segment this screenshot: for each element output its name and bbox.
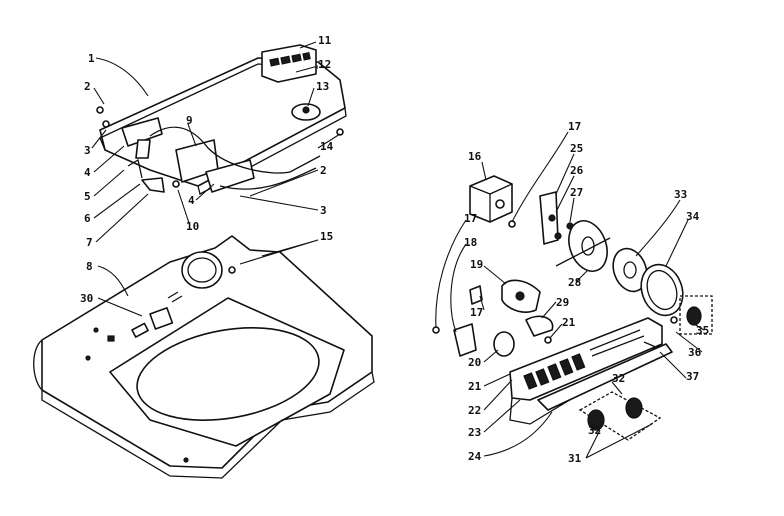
callout-2b: 2 <box>320 164 327 177</box>
callout-30: 30 <box>80 292 93 305</box>
callout-1: 1 <box>88 52 95 65</box>
hinge-right <box>205 159 255 193</box>
callout-17b: 17 <box>464 212 477 225</box>
hinge-left <box>121 117 163 147</box>
callout-29: 29 <box>556 296 569 309</box>
callout-15: 15 <box>320 230 333 243</box>
callout-23: 23 <box>468 426 481 439</box>
top-lid-assembly <box>96 44 347 195</box>
callout-20: 20 <box>468 356 481 369</box>
top-cover-tub <box>33 235 375 479</box>
switch-18 <box>453 323 477 357</box>
callout-32: 32 <box>612 372 625 385</box>
timer-motor <box>469 175 513 223</box>
callout-34: 34 <box>686 210 700 223</box>
callout-17c: 17 <box>470 306 483 319</box>
callout-6: 6 <box>84 212 91 225</box>
hinge-bracket <box>135 139 151 159</box>
callout-26: 26 <box>570 164 584 177</box>
callout-36: 36 <box>688 346 702 359</box>
callouts-left: 1 2 3 4 5 6 7 8 9 10 4 2 3 11 12 13 14 1… <box>80 34 334 305</box>
callout-22: 22 <box>468 404 481 417</box>
console-trim <box>537 343 673 411</box>
callout-9: 9 <box>186 114 193 127</box>
callout-31: 31 <box>568 452 582 465</box>
leader-lines-right <box>435 131 705 459</box>
knob-box <box>679 295 713 335</box>
callout-21: 21 <box>562 316 576 329</box>
bezel-ring <box>640 263 684 317</box>
callout-3b: 3 <box>320 204 327 217</box>
callout-13: 13 <box>316 80 329 93</box>
callout-16: 16 <box>468 150 482 163</box>
leader-lines-left <box>91 41 341 317</box>
callout-4: 4 <box>84 166 91 179</box>
callout-25: 25 <box>570 142 583 155</box>
knob-20 <box>493 331 515 357</box>
callout-11: 11 <box>318 34 332 47</box>
callout-21b: 21 <box>468 380 482 393</box>
callout-7: 7 <box>86 236 93 249</box>
callout-28: 28 <box>568 276 581 289</box>
callout-19: 19 <box>470 258 483 271</box>
callout-10: 10 <box>186 220 199 233</box>
timer-dial <box>568 220 608 272</box>
callout-2: 2 <box>84 80 91 93</box>
timer-console-assembly <box>432 175 713 441</box>
callout-18: 18 <box>464 236 477 249</box>
callout-5: 5 <box>84 190 91 203</box>
latch-part <box>141 177 165 193</box>
callout-24: 24 <box>468 450 482 463</box>
callout-4b: 4 <box>188 194 195 207</box>
callout-37: 37 <box>686 370 699 383</box>
callout-3: 3 <box>84 144 91 157</box>
callout-8: 8 <box>86 260 93 273</box>
callout-12: 12 <box>318 58 331 71</box>
callout-14: 14 <box>320 140 334 153</box>
knob-group <box>578 391 662 441</box>
callouts-right: 16 17 25 26 27 33 34 17 18 19 28 17 29 2… <box>464 120 709 465</box>
callout-35: 35 <box>696 324 709 337</box>
callout-27: 27 <box>570 186 583 199</box>
part-29 <box>525 315 554 337</box>
callout-17: 17 <box>568 120 581 133</box>
callout-32b: 32 <box>588 424 601 437</box>
callout-33: 33 <box>674 188 687 201</box>
console-housing <box>261 44 317 83</box>
knob-bezel <box>612 247 648 293</box>
tub-opening <box>136 327 320 421</box>
